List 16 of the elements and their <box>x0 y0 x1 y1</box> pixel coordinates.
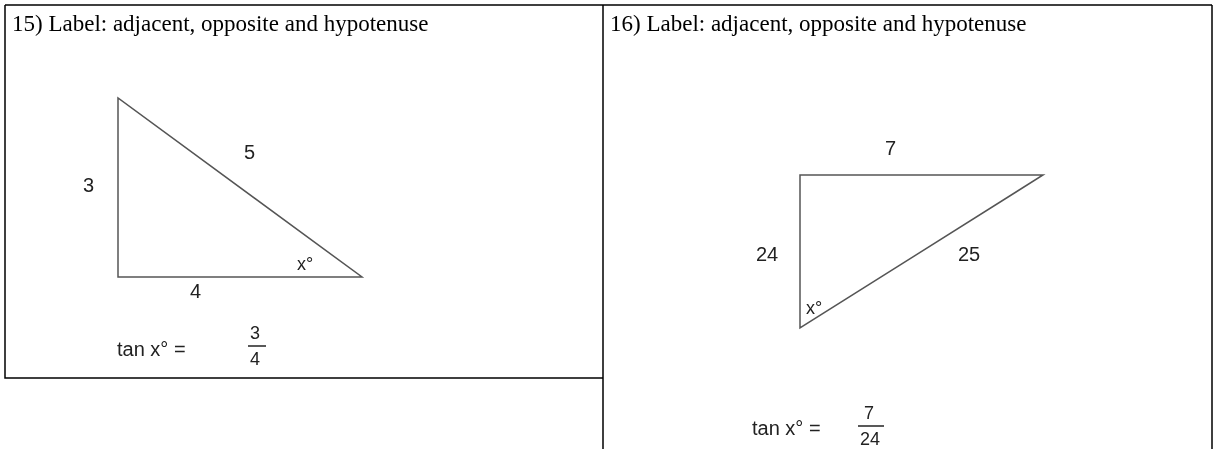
side-length-label: 7 <box>885 138 897 158</box>
fraction-number: 3 <box>250 324 260 342</box>
equation-text: tan x° = <box>117 339 186 359</box>
side-length-label: 4 <box>190 281 202 301</box>
side-length-label: 3 <box>83 175 95 195</box>
question-heading: 16) Label: adjacent, opposite and hypotenuse <box>610 10 1028 38</box>
fraction-number: 7 <box>864 404 874 422</box>
side-length-label: 24 <box>756 244 779 264</box>
question-heading: 15) Label: adjacent, opposite and hypotenuse <box>12 10 430 38</box>
side-length-label: 5 <box>244 142 256 162</box>
angle-label: x° <box>806 299 823 317</box>
fraction-number: 4 <box>250 350 260 368</box>
angle-label: x° <box>297 255 314 273</box>
fraction-number: 24 <box>860 430 881 448</box>
side-length-label: 25 <box>958 244 981 264</box>
equation-text: tan x° = <box>752 418 821 438</box>
